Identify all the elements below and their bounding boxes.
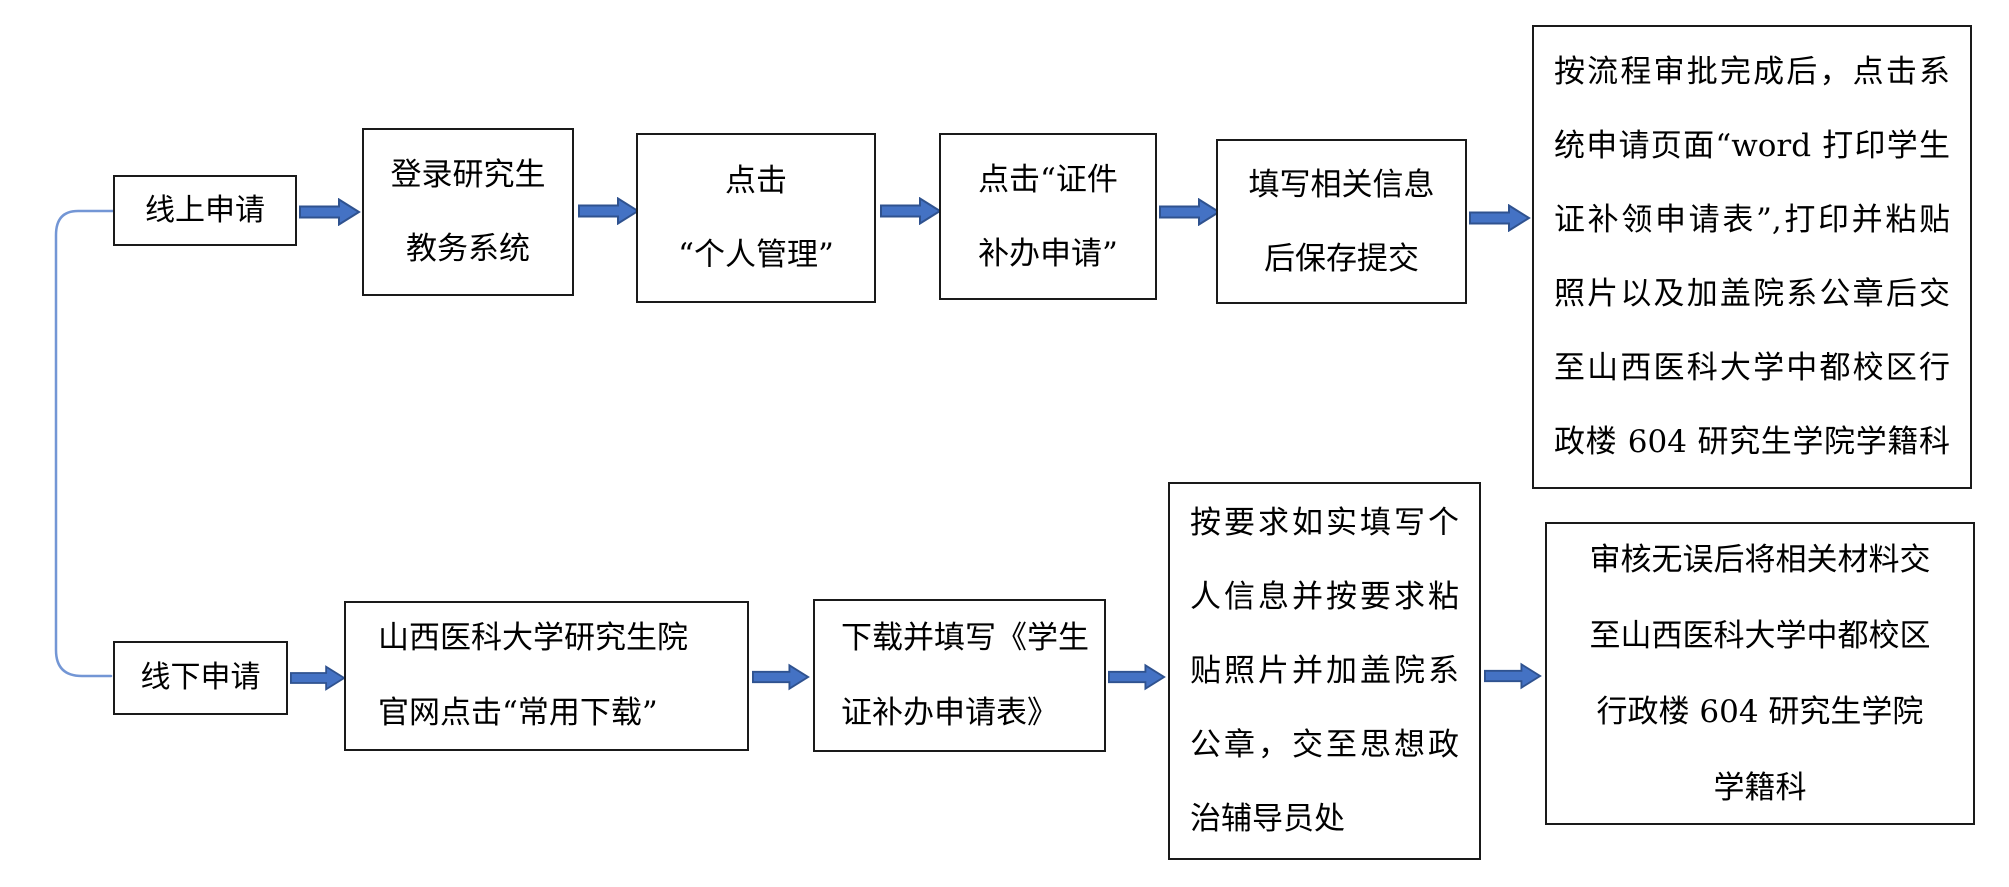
arrow-shape [299,198,361,226]
node-online-label: 线上申请 [113,175,297,246]
node-line: 补办申请” [978,235,1118,272]
node-download-fill-application-form: 下载并填写《学生 证补办申请表》 [813,599,1106,752]
arrow-right-icon [299,198,361,226]
arrow-right-icon [1484,662,1542,690]
node-line: 教务系统 [406,231,530,267]
arrow-shape [1159,198,1221,226]
node-line: 点击 [725,163,787,199]
node-line: 证补办申请表》 [841,694,1058,731]
node-fill-info-save-submit: 填写相关信息 后保存提交 [1216,139,1467,304]
bracket-path [54,209,115,678]
arrow-right-icon [578,197,640,225]
node-line: 线下申请 [140,660,261,695]
node-fill-paste-stamp-counselor: 按要求如实填写个 人信息并按要求粘 贴照片并加盖院系 公章，交至思想政 治辅导员… [1168,482,1481,860]
node-line: 填写相关信息 [1248,166,1435,203]
node-line: 人信息并按要求粘 [1190,579,1459,615]
arrow-shape [578,197,640,225]
node-login-graduate-system: 登录研究生 教务系统 [362,128,574,296]
node-line: 登录研究生 [390,157,546,193]
node-line: 按流程审批完成后，点击系 [1554,54,1950,90]
node-line: 公章，交至思想政 [1190,727,1459,763]
node-line: 至山西医科大学中都校区行 [1554,350,1950,386]
arrow-right-icon [752,663,810,691]
node-line: 至山西医科大学中都校区 [1589,617,1931,654]
arrow-shape [1484,662,1542,690]
arrow-right-icon [1159,198,1221,226]
node-line: 审核无误后将相关材料交 [1589,541,1931,578]
node-line: 按要求如实填写个 [1190,505,1459,541]
arrow-shape [880,197,942,225]
node-line: 证补领申请表”,打印并粘贴 [1554,202,1950,238]
node-line: 线上申请 [145,192,265,228]
arrow-shape [1108,663,1166,691]
node-review-submit-registry-office: 审核无误后将相关材料交 至山西医科大学中都校区 行政楼 604 研究生学院 学籍… [1545,522,1975,825]
node-approval-print-stamp-submit: 按流程审批完成后，点击系 统申请页面“word 打印学生 证补领申请表”,打印并… [1532,25,1972,489]
node-line: 照片以及加盖院系公章后交 [1554,276,1950,312]
node-line: 下载并填写《学生 [841,619,1089,656]
node-line: 学籍科 [1713,769,1807,806]
node-line: 行政楼 604 研究生学院 [1596,693,1924,730]
node-line: “个人管理” [678,237,834,273]
arrow-right-icon [1469,204,1531,232]
node-line: 统申请页面“word 打印学生 [1554,128,1951,164]
node-line: 治辅导员处 [1190,801,1345,837]
node-official-site-common-downloads: 山西医科大学研究生院 官网点击“常用下载” [344,601,749,751]
node-click-personal-management: 点击 “个人管理” [636,133,876,303]
node-line: 贴照片并加盖院系 [1190,653,1459,689]
arrow-shape [290,665,346,691]
node-line: 点击“证件 [978,161,1118,198]
arrow-shape [1469,204,1531,232]
arrow-right-icon [880,197,942,225]
node-line: 官网点击“常用下载” [378,695,658,731]
node-line: 政楼 604 研究生学院学籍科 [1554,424,1950,460]
arrow-shape [752,663,810,691]
node-line: 山西医科大学研究生院 [378,620,688,656]
arrow-right-icon [290,665,346,691]
branch-bracket-connector [54,209,115,678]
node-line: 后保存提交 [1264,240,1419,277]
node-click-card-replacement-application: 点击“证件 补办申请” [939,133,1157,300]
arrow-right-icon [1108,663,1166,691]
node-offline-label: 线下申请 [113,641,288,715]
